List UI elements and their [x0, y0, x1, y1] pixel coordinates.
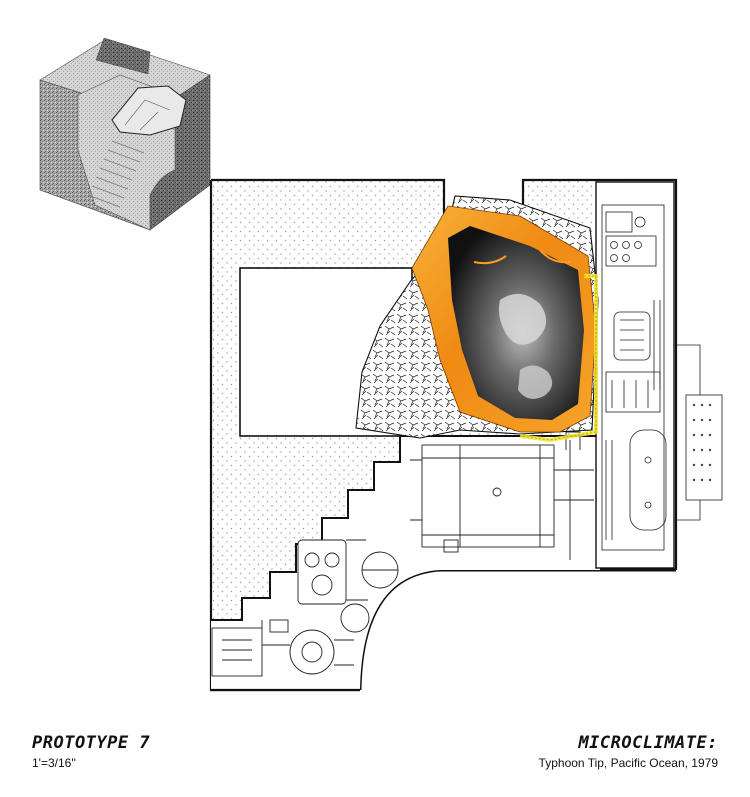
isometric-prototype-view: [39, 37, 211, 231]
prototype-title: PROTOTYPE 7: [32, 733, 151, 753]
microclimate-subtitle: Typhoon Tip, Pacific Ocean, 1979: [538, 756, 718, 770]
pump-assembly: [211, 539, 399, 677]
water-pool: [411, 205, 598, 443]
scale-label: 1'=3/16'': [32, 756, 76, 770]
water-tank-machinery: [410, 431, 594, 560]
microclimate-title: MICROCLIMATE:: [578, 733, 718, 753]
mechanical-room: [595, 181, 723, 569]
